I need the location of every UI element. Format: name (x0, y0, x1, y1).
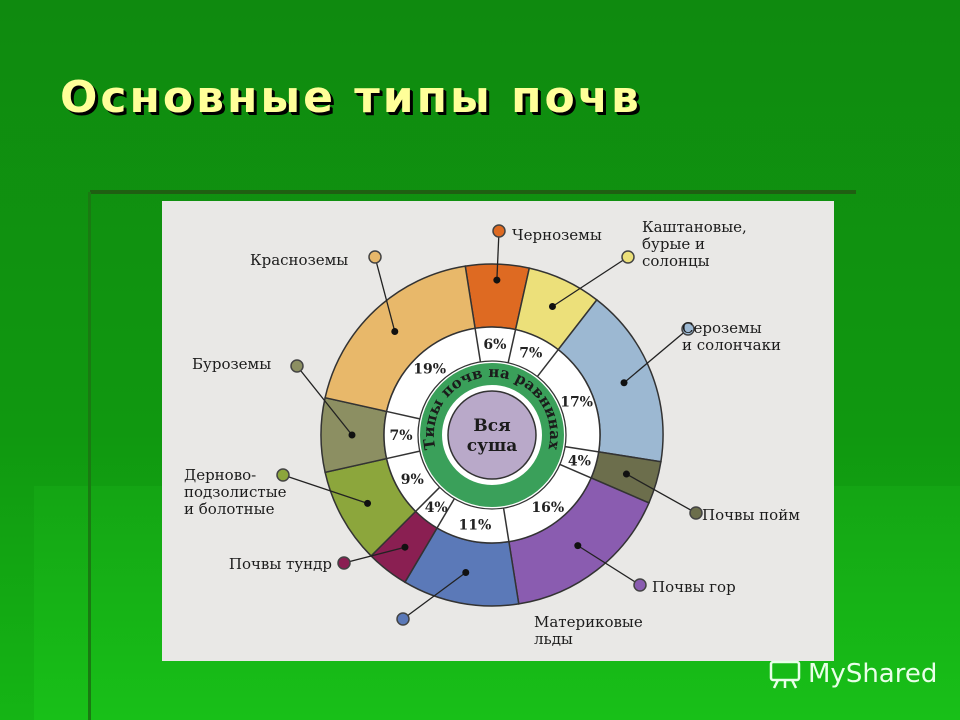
leader-line-0 (496, 230, 500, 281)
leader-line-9 (374, 256, 396, 332)
slide-title: Основные типы почв (60, 72, 642, 123)
leader-line-2 (623, 328, 689, 384)
ring-divider-1 (507, 329, 517, 363)
category-label-3: Почвы пойм (702, 506, 800, 524)
frame-top-line (90, 190, 856, 194)
legend-marker-4 (633, 578, 647, 592)
ring-divider-9 (386, 410, 420, 420)
presentation-board-icon (769, 660, 801, 689)
legend-marker-5 (396, 612, 410, 626)
leader-line-1 (552, 256, 629, 308)
slice-dot-7 (364, 499, 372, 507)
leader-line-5 (402, 571, 467, 620)
watermark: MyShared (768, 656, 937, 692)
legend-marker-0 (492, 224, 506, 238)
ring-divider-4 (559, 463, 592, 479)
category-label-line: и болотные (184, 500, 275, 518)
slice-dot-9 (391, 327, 399, 335)
category-label-9: Красноземы (250, 251, 348, 269)
category-label-line: льды (534, 630, 573, 648)
legend-marker-1 (621, 250, 635, 264)
center-label-line: Вся (473, 416, 510, 436)
band-outer-edge (417, 360, 567, 510)
category-label-0: Черноземы (512, 226, 602, 244)
ring-divider-6 (436, 498, 455, 529)
slice-dot-2 (620, 379, 628, 387)
core-circle (447, 390, 537, 480)
percent-label-3: 4% (568, 453, 591, 469)
watermark-text: MyShared (808, 659, 938, 689)
slice-dot-8 (348, 431, 356, 439)
category-label-line: бурые и (642, 235, 705, 253)
ring-divider-3 (564, 445, 599, 453)
category-label-line: Черноземы (512, 226, 602, 244)
category-label-4: Почвы гор (652, 578, 736, 596)
percent-label-2: 17% (560, 395, 593, 411)
slice-dot-4 (574, 542, 582, 550)
percent-label-0: 6% (483, 337, 506, 353)
category-label-line: и солончаки (682, 336, 781, 354)
ring-divider-7 (415, 486, 441, 512)
category-label-line: Материковые (534, 613, 643, 631)
ring-divider-2 (536, 349, 559, 377)
category-label-line: подзолистые (184, 483, 287, 501)
category-label-line: Дерново- (184, 466, 256, 484)
percent-label-4: 16% (531, 500, 564, 516)
category-label-line: Почвы гор (652, 578, 736, 596)
category-label-6: Почвы тундр (229, 555, 332, 573)
center-label-line: суша (467, 436, 518, 456)
percent-label-8: 7% (389, 428, 412, 444)
leader-line-3 (626, 473, 697, 514)
inner-ring (383, 326, 601, 544)
percent-label-1: 7% (519, 346, 542, 362)
category-label-line: солонцы (642, 252, 710, 270)
slice-dot-1 (548, 303, 556, 311)
category-label-line: Красноземы (250, 251, 348, 269)
legend-marker-3 (689, 506, 703, 520)
category-label-line: Буроземы (192, 355, 271, 373)
percent-label-7: 9% (401, 472, 424, 488)
leader-line-6 (343, 546, 406, 564)
plains-band (420, 363, 564, 507)
slice-dot-0 (493, 276, 501, 284)
ring-divider-5 (502, 507, 510, 542)
category-label-line: Почвы пойм (702, 506, 800, 524)
category-label-8: Буроземы (192, 355, 271, 373)
leader-line-7 (282, 474, 368, 505)
category-label-line: Сероземы (682, 319, 762, 337)
slice-dot-5 (462, 569, 470, 577)
percent-label-6: 4% (425, 500, 448, 516)
leader-line-8 (296, 365, 353, 436)
legend-marker-7 (276, 468, 290, 482)
legend-marker-9 (368, 250, 382, 264)
ring-divider-8 (386, 450, 420, 460)
legend-marker-2 (681, 322, 695, 336)
slice-dot-3 (622, 470, 630, 478)
category-label-line: Почвы тундр (229, 555, 332, 573)
slice-dot-6 (401, 543, 409, 551)
category-label-line: Каштановые, (642, 218, 747, 236)
legend-marker-6 (337, 556, 351, 570)
frame-left-line (88, 192, 91, 720)
legend-marker-8 (290, 359, 304, 373)
percent-label-5: 11% (459, 517, 492, 533)
leader-line-4 (577, 545, 641, 586)
ring-divider-0 (474, 328, 482, 363)
percent-label-9: 19% (413, 362, 446, 378)
